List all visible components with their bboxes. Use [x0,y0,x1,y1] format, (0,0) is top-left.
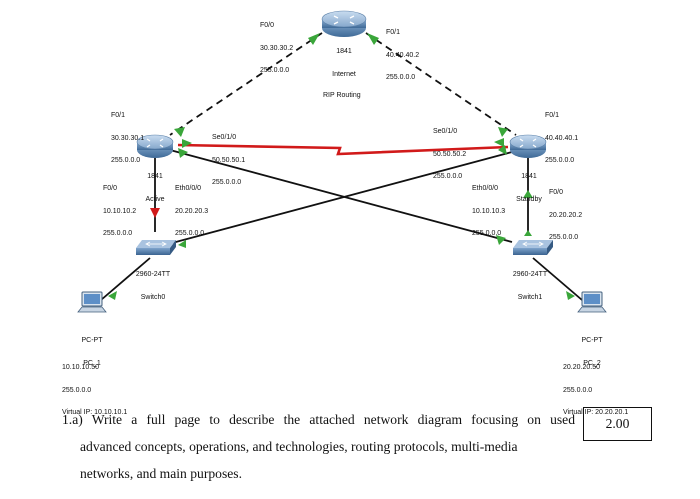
link-internet-active [169,32,323,136]
pc1-mask: 255.0.0.0 [62,386,92,394]
standby-eth000-port: Eth0/0/0 [472,185,499,192]
internet-f00-mask: 255.0.0.0 [260,67,290,74]
active-f01-label: F0/1 30.30.30.1 255.0.0.0 [111,97,144,172]
pc1-name: PC_1 [83,359,101,367]
internet-f00-ip: 30.30.30.2 [260,44,294,52]
internet-f01-ip: 40.40.40.2 [386,51,420,59]
pc1-ip: 10.10.10.50 [62,364,99,371]
standby-f00-ip: 20.20.20.2 [549,211,583,219]
pc1-address-label: 10.10.10.50 255.0.0.0 Virtual IP: 10.10.… [62,349,127,424]
active-se010-port: Se0/1/0 [212,134,237,141]
link-switch0-pc1 [100,257,151,301]
standby-eth000-mask: 255.0.0.0 [472,230,502,237]
question-line-1: 1.a) Write a full page to describe the a… [62,412,575,427]
routing-protocol-label: RIP Routing [323,92,361,99]
standby-f00-label: F0/0 20.20.20.2 255.0.0.0 [549,174,582,249]
internet-router-label: 1841 Internet [324,33,364,86]
link-status-indicators [108,33,575,300]
active-f00-mask: 255.0.0.0 [103,230,133,237]
switch1-name: Switch1 [517,293,543,301]
active-f00-label: F0/0 10.10.10.2 255.0.0.0 [103,170,136,245]
pc2-ip: 20.20.20.50 [563,364,600,371]
internet-f01-mask: 255.0.0.0 [386,74,416,81]
internet-router-name: Internet [332,70,356,78]
active-f01-mask: 255.0.0.0 [111,157,141,164]
link-internet-standby [365,32,517,136]
standby-se010-mask: 255.0.0.0 [433,173,463,180]
active-eth000-mask: 255.0.0.0 [175,230,205,237]
score-box: 2.00 [583,407,652,441]
pc1-label: PC-PT PC_1 [74,322,110,375]
active-se010-ip: 50.50.50.1 [212,156,246,164]
standby-router-model: 1841 [521,173,537,180]
question-line-3: networks, and main purposes. [80,466,242,481]
internet-router-model: 1841 [336,48,352,55]
standby-se010-ip: 50.50.50.2 [433,150,467,158]
internet-f01-port: F0/1 [386,29,401,36]
router-active-icon [136,134,174,158]
question-text: 1.a) Write a full page to describe the a… [62,410,582,491]
internet-f00-label: F0/0 30.30.30.2 255.0.0.0 [260,7,293,82]
standby-f00-port: F0/0 [549,189,564,196]
switch1-model: 2960-24TT [512,271,548,278]
standby-router-label: 1841 Standby [508,158,550,211]
link-active-switch1 [169,149,513,243]
standby-f01-mask: 255.0.0.0 [545,157,575,164]
pc1-virtual-ip: Virtual IP: 10.10.10.1 [62,409,128,416]
active-se010-label: Se0/1/0 50.50.50.1 255.0.0.0 [212,119,245,194]
pc2-virtual-ip: Virtual IP: 20.20.20.1 [563,409,629,416]
switch0-model: 2960-24TT [135,271,171,278]
link-standby-switch0 [171,151,513,244]
pc2-name: PC_2 [583,359,601,367]
standby-se010-port: Se0/1/0 [433,128,458,135]
pc1-icon [77,291,107,313]
internet-f01-label: F0/1 40.40.40.2 255.0.0.0 [386,14,419,89]
active-eth000-ip: 20.20.20.3 [175,207,209,215]
pc2-label: PC-PT PC_2 [574,322,610,375]
active-router-model: 1841 [147,173,163,180]
active-f01-ip: 30.30.30.1 [111,134,145,142]
standby-eth000-label: Eth0/0/0 10.10.10.3 255.0.0.0 [472,170,505,245]
standby-f01-ip: 40.40.40.1 [545,134,579,142]
router-internet-icon [321,10,367,37]
active-f01-port: F0/1 [111,112,126,119]
pc2-mask: 255.0.0.0 [563,386,593,394]
active-f00-port: F0/0 [103,185,118,192]
switch0-name: Switch0 [140,293,166,301]
standby-se010-label: Se0/1/0 50.50.50.2 255.0.0.0 [433,113,466,188]
link-switch1-pc2 [532,257,583,301]
internet-f00-port: F0/0 [260,22,275,29]
pc2-address-label: 20.20.20.50 255.0.0.0 Virtual IP: 20.20.… [563,349,628,424]
pc2-model: PC-PT [581,337,603,344]
standby-router-name: Standby [516,195,542,203]
active-eth000-label: Eth0/0/0 20.20.20.3 255.0.0.0 [175,170,208,245]
switch0-icon [136,240,176,255]
router-standby-icon [509,134,547,158]
pc1-model: PC-PT [81,337,103,344]
active-se010-mask: 255.0.0.0 [212,179,242,186]
switch1-icon [513,240,553,255]
link-status-down-indicator [150,208,160,218]
standby-f01-port: F0/1 [545,112,560,119]
active-f00-ip: 10.10.10.2 [103,207,137,215]
standby-eth000-ip: 10.10.10.3 [472,207,506,215]
standby-f01-label: F0/1 40.40.40.1 255.0.0.0 [545,97,578,172]
active-router-label: 1841 Active [138,158,172,211]
standby-f00-mask: 255.0.0.0 [549,234,579,241]
switch0-label: 2960-24TT Switch0 [130,256,176,309]
pc2-icon [577,291,607,313]
link-serial-active-standby [177,143,509,156]
active-router-name: Active [145,195,165,203]
switch1-label: 2960-24TT Switch1 [507,256,553,309]
question-line-2: advanced concepts, operations, and techn… [80,439,518,454]
active-eth000-port: Eth0/0/0 [175,185,202,192]
